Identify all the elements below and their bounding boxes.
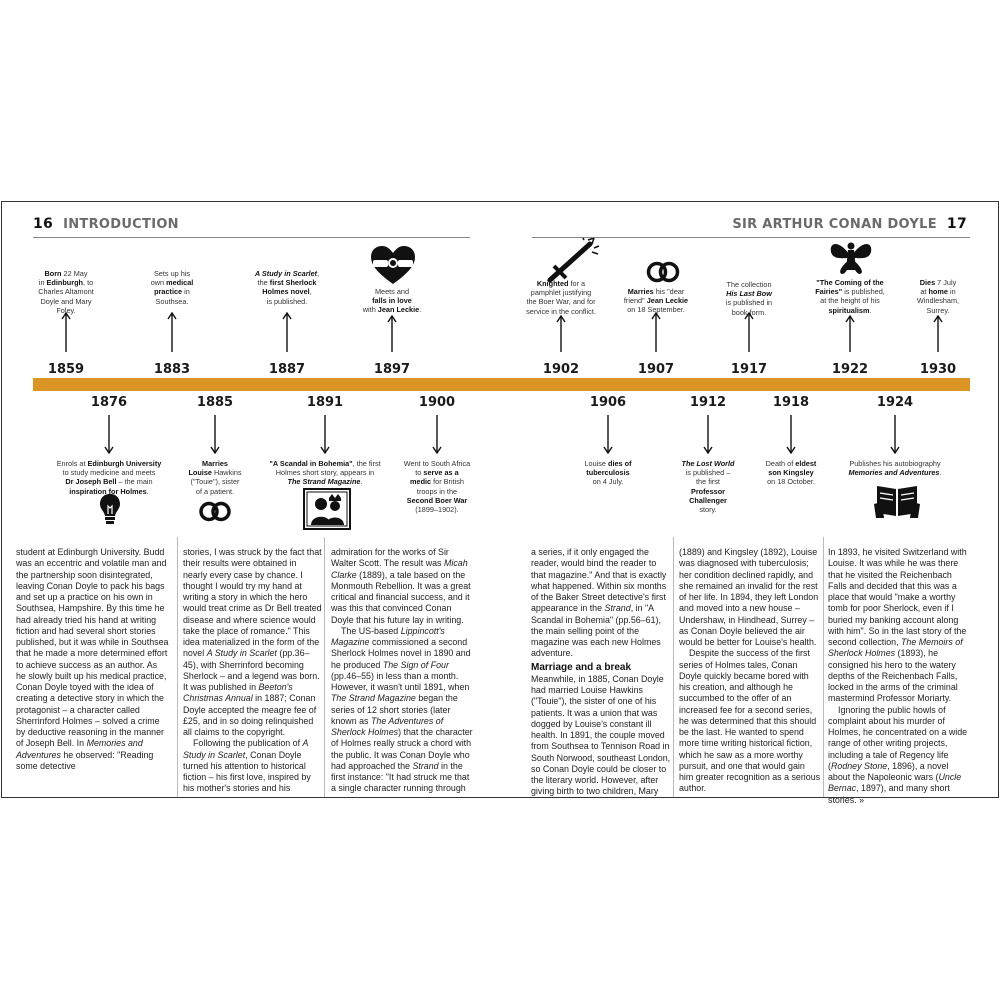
arrow-up-icon [385,314,399,358]
right-page-title: SIR ARTHUR CONAN DOYLE [732,217,937,232]
lightbulb-icon [98,492,122,526]
sword-icon [544,238,600,284]
right-header-rule [532,237,970,238]
arrow-up-icon [843,314,857,358]
portrait-icon [303,488,351,530]
heart-hands-icon [369,244,417,288]
timeline-year: 1883 [153,362,191,377]
timeline-year: 1902 [542,362,580,377]
arrow-down-icon [601,414,615,459]
arrow-down-icon [430,414,444,459]
arrow-down-icon [208,414,222,459]
left-page-number: 16 [33,216,54,232]
column-divider [673,537,674,797]
rings-icon [198,501,232,522]
fairy-icon [827,236,875,278]
timeline-year: 1924 [876,395,914,410]
timeline-year: 1930 [919,362,957,377]
timeline-year: 1876 [90,395,128,410]
timeline-year: 1917 [730,362,768,377]
column-divider [324,537,325,797]
timeline-year: 1891 [306,395,344,410]
timeline-year: 1907 [637,362,675,377]
arrow-down-icon [888,414,902,459]
left-header-rule [33,237,470,238]
timeline-bar [33,378,970,391]
timeline-year: 1887 [268,362,306,377]
arrow-up-icon [931,314,945,358]
timeline-year: 1885 [196,395,234,410]
right-page-header: SIR ARTHUR CONAN DOYLE 17 [732,216,967,232]
body-column-5: (1889) and Kingsley (1892), Louise was d… [679,547,821,794]
arrow-up-icon [165,311,179,358]
arrow-up-icon [59,311,73,358]
timeline-year: 1912 [689,395,727,410]
left-page-header: 16 INTRODUCTION [33,216,179,232]
arrow-down-icon [701,414,715,459]
arrow-down-icon [784,414,798,459]
body-column-2: stories, I was struck by the fact that t… [183,547,322,794]
timeline-year: 1922 [831,362,869,377]
rings-icon [645,261,681,283]
body-column-3: admiration for the works of Sir Walter S… [331,547,473,794]
body-column-4: a series, if it only engaged the reader,… [531,547,671,797]
column-divider [823,537,824,797]
arrow-down-icon [318,414,332,459]
arrow-down-icon [102,414,116,459]
timeline-year: 1918 [772,395,810,410]
right-page-number: 17 [946,216,967,232]
arrow-up-icon [280,311,294,358]
book-hands-icon [874,480,920,520]
timeline-year: 1859 [47,362,85,377]
arrow-up-icon [742,311,756,358]
arrow-up-icon [554,314,568,358]
left-page-title: INTRODUCTION [63,217,179,232]
body-column-6: In 1893, he visited Switzerland with Lou… [828,547,968,805]
body-column-1: student at Edinburgh University. Budd wa… [16,547,169,771]
column-divider [177,537,178,797]
timeline-year: 1897 [373,362,411,377]
timeline-year: 1906 [589,395,627,410]
timeline-year: 1900 [418,395,456,410]
arrow-up-icon [649,311,663,358]
